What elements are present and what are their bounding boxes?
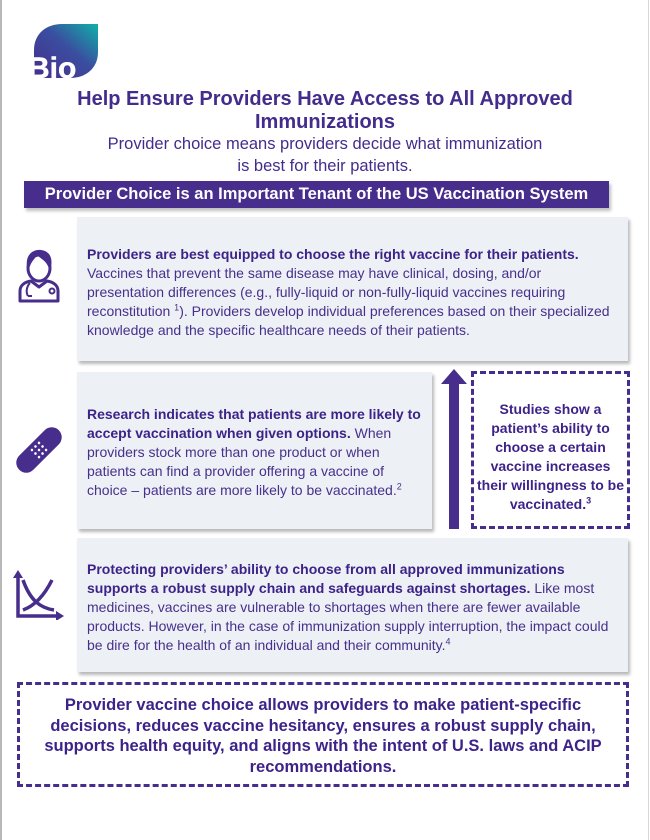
up-arrow-icon [441, 369, 467, 529]
supply-chain-card: Protecting providers’ ability to choose … [77, 538, 628, 672]
supply-demand-chart-icon [13, 570, 64, 620]
card-body: When providers stock more than one produ… [87, 425, 397, 498]
section-banner: Provider Choice is an Important Tenant o… [24, 181, 609, 208]
bandage-icon [16, 427, 62, 473]
bio-logo: Bio [28, 24, 98, 80]
card-body: Vaccines that prevent the same disease m… [87, 265, 566, 319]
footnote-ref: 3 [586, 495, 592, 506]
summary-callout: Provider vaccine choice allows providers… [17, 682, 629, 787]
page-left-border [0, 0, 2, 840]
card-heading: Providers are best equipped to choose th… [87, 246, 579, 262]
summary-text: Provider vaccine choice allows providers… [44, 696, 602, 776]
footnote-ref: 2 [396, 481, 402, 492]
card-heading: Protecting providers’ ability to choose … [87, 561, 565, 596]
card-body-cont: ). Providers develop individual preferen… [87, 303, 610, 338]
page-subtitle: Provider choice means providers decide w… [107, 135, 543, 175]
provider-expertise-card: Providers are best equipped to choose th… [77, 217, 628, 361]
footnote-ref: 4 [445, 636, 451, 647]
card-body: Like most medicines, vaccines are vulner… [87, 580, 609, 653]
footnote-ref: 1 [174, 302, 180, 313]
page-right-border [648, 0, 649, 840]
card-heading: Research indicates that patients are mor… [87, 406, 421, 441]
svg-text:Bio: Bio [28, 52, 76, 80]
patient-options-card: Research indicates that patients are mor… [77, 372, 432, 529]
callout-text: Studies show a patient’s ability to choo… [476, 401, 625, 512]
doctor-icon [18, 249, 60, 303]
studies-callout: Studies show a patient’s ability to choo… [471, 371, 630, 529]
page-title: Help Ensure Providers Have Access to All… [77, 88, 573, 133]
